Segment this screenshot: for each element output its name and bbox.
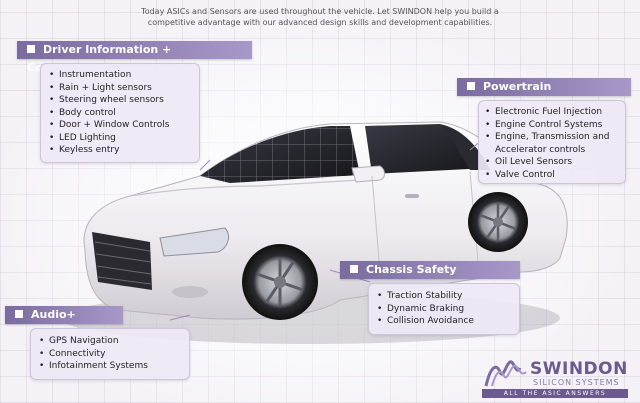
square-bullet-icon — [15, 310, 23, 318]
powertrain-section-panel: Electronic Fuel Injection Engine Control… — [478, 100, 626, 184]
chassis-section-title: Chassis Safety — [366, 263, 457, 276]
list-item: Rain + Light sensors — [47, 82, 193, 95]
audio-section-panel: GPS Navigation Connectivity Infotainment… — [30, 328, 190, 380]
list-item: Electronic Fuel Injection — [483, 106, 621, 119]
audio-section-header: Audio+ — [5, 306, 123, 324]
list-item: Oil Level Sensors — [483, 156, 621, 169]
list-item: Connectivity — [37, 348, 183, 361]
list-item: Engine Control Systems — [483, 119, 621, 132]
chassis-section-panel: Traction Stability Dynamic Braking Colli… — [368, 283, 520, 335]
list-item: Dynamic Braking — [375, 303, 513, 316]
powertrain-section-title: Powertrain — [483, 80, 552, 93]
powertrain-section-header: Powertrain — [457, 78, 631, 96]
driver-section-panel: Instrumentation Rain + Light sensors Ste… — [40, 63, 200, 163]
logo-tagline: ALL THE ASIC ANSWERS — [482, 389, 628, 398]
square-bullet-icon — [350, 265, 358, 273]
list-item: Collision Avoidance — [375, 315, 513, 328]
list-item: Traction Stability — [375, 290, 513, 303]
list-item: Engine, Transmission and Accelerator con… — [483, 131, 621, 156]
logo-title: SWINDON — [530, 359, 628, 379]
audio-section-title: Audio+ — [31, 308, 76, 321]
swindon-logo: SWINDON SILICON SYSTEMS ALL THE ASIC ANS… — [480, 356, 630, 400]
list-item: Body control — [47, 107, 193, 120]
list-item: Door + Window Controls — [47, 119, 193, 132]
list-item: Instrumentation — [47, 69, 193, 82]
driver-section-header: Driver Information + Convenience — [17, 41, 252, 74]
swindon-wave-icon — [484, 360, 527, 387]
intro-text: Today ASICs and Sensors are used through… — [141, 7, 499, 27]
square-bullet-icon — [467, 82, 475, 90]
list-item: Steering wheel sensors — [47, 94, 193, 107]
square-bullet-icon — [27, 45, 35, 53]
list-item: Infotainment Systems — [37, 360, 183, 373]
chassis-section-header: Chassis Safety — [340, 261, 520, 279]
list-item: GPS Navigation — [37, 335, 183, 348]
list-item: LED Lighting — [47, 132, 193, 145]
list-item: Keyless entry — [47, 144, 193, 157]
list-item: Valve Control — [483, 169, 621, 182]
logo-subtitle: SILICON SYSTEMS — [533, 378, 620, 387]
